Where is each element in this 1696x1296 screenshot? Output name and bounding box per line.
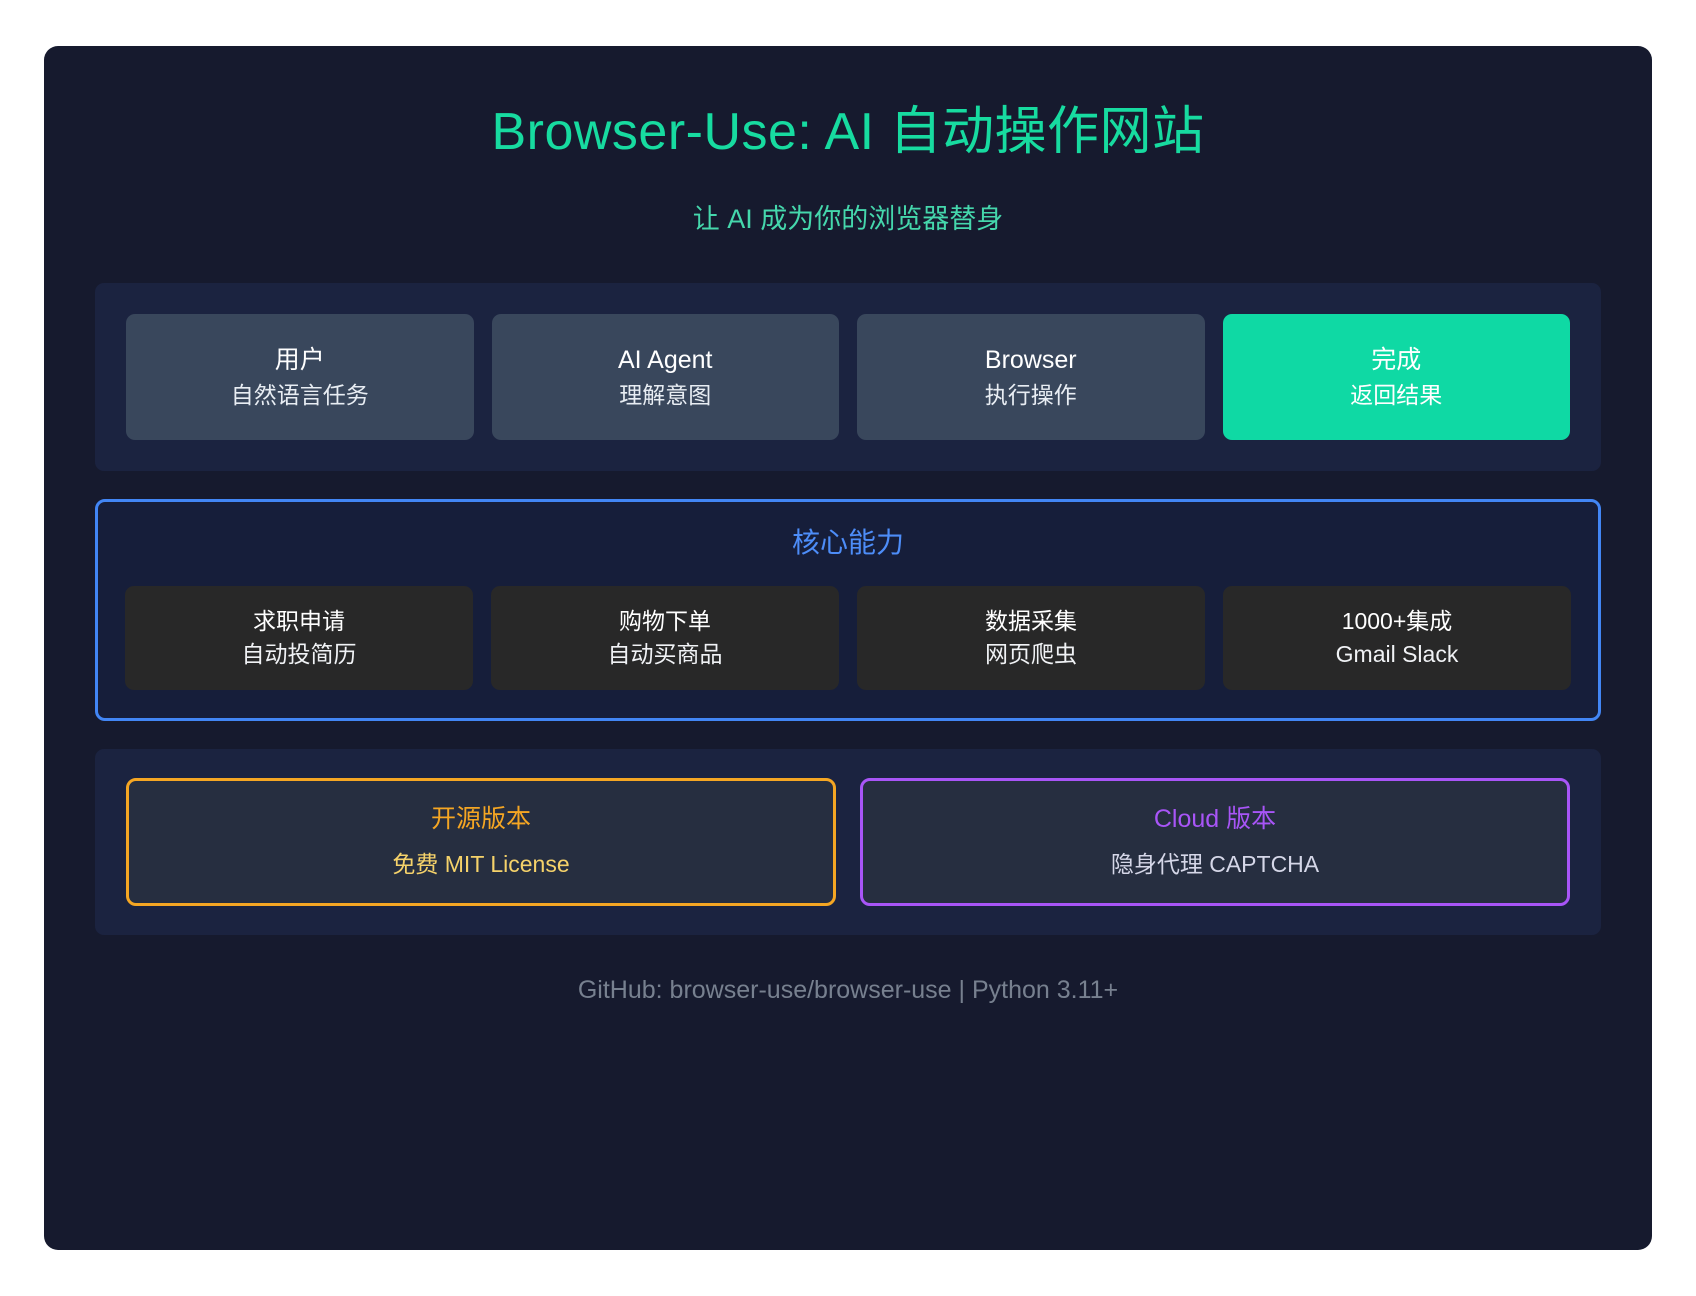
version-title: 开源版本 [430,805,531,834]
poster-canvas: Browser-Use: AI 自动操作网站 让 AI 成为你的浏览器替身 用户… [44,46,1652,1250]
capability-integrations: 1000+集成 Gmail Slack [1223,585,1571,690]
capability-title: 1000+集成 [1341,608,1453,635]
pipeline-step-title: AI Agent [617,345,713,374]
capability-title: 购物下单 [619,608,711,635]
version-open-source: 开源版本 免费 MIT License [126,777,836,906]
version-title: Cloud 版本 [1153,805,1277,834]
pipeline-step-user: 用户 自然语言任务 [126,313,474,440]
pipeline-step-title: Browser [984,345,1077,374]
page-title: Browser-Use: AI 自动操作网站 [491,103,1205,161]
versions-section: 开源版本 免费 MIT License Cloud 版本 隐身代理 CAPTCH… [95,748,1601,935]
pipeline-step-title: 完成 [1371,345,1422,374]
pipeline-step-detail: 返回结果 [1350,381,1443,408]
version-cloud: Cloud 版本 隐身代理 CAPTCHA [860,777,1570,906]
capability-title: 数据采集 [985,608,1077,635]
pipeline-step-done: 完成 返回结果 [1222,313,1570,440]
pipeline-step-detail: 执行操作 [984,381,1077,408]
header: Browser-Use: AI 自动操作网站 让 AI 成为你的浏览器替身 [44,46,1652,235]
pipeline-step-detail: 自然语言任务 [230,381,369,408]
capability-detail: Gmail Slack [1335,640,1459,667]
capabilities-row: 求职申请 自动投简历 购物下单 自动买商品 数据采集 网页爬虫 1000+集成 … [125,585,1571,690]
capability-detail: 自动投简历 [241,640,357,667]
capability-detail: 网页爬虫 [985,640,1077,667]
capability-detail: 自动买商品 [607,640,723,667]
core-capabilities-heading: 核心能力 [791,526,904,558]
pipeline-section: 用户 自然语言任务 AI Agent 理解意图 Browser 执行操作 完成 … [95,282,1601,471]
version-description: 免费 MIT License [392,850,570,877]
pipeline-step-detail: 理解意图 [619,381,712,408]
capability-shopping-order: 购物下单 自动买商品 [491,585,839,690]
pipeline-step-title: 用户 [274,345,325,374]
core-capabilities-section: 核心能力 求职申请 自动投简历 购物下单 自动买商品 数据采集 网页爬虫 100… [95,498,1601,721]
version-description: 隐身代理 CAPTCHA [1110,850,1320,877]
page-subtitle: 让 AI 成为你的浏览器替身 [692,204,1004,235]
capability-data-collection: 数据采集 网页爬虫 [857,585,1205,690]
pipeline-row: 用户 自然语言任务 AI Agent 理解意图 Browser 执行操作 完成 … [126,313,1570,440]
footer-text: GitHub: browser-use/browser-use | Python… [577,975,1119,1004]
capability-title: 求职申请 [253,608,345,635]
versions-row: 开源版本 免费 MIT License Cloud 版本 隐身代理 CAPTCH… [126,777,1570,906]
pipeline-step-browser: Browser 执行操作 [857,313,1205,440]
pipeline-step-ai-agent: AI Agent 理解意图 [491,313,839,440]
capability-job-application: 求职申请 自动投简历 [125,585,473,690]
